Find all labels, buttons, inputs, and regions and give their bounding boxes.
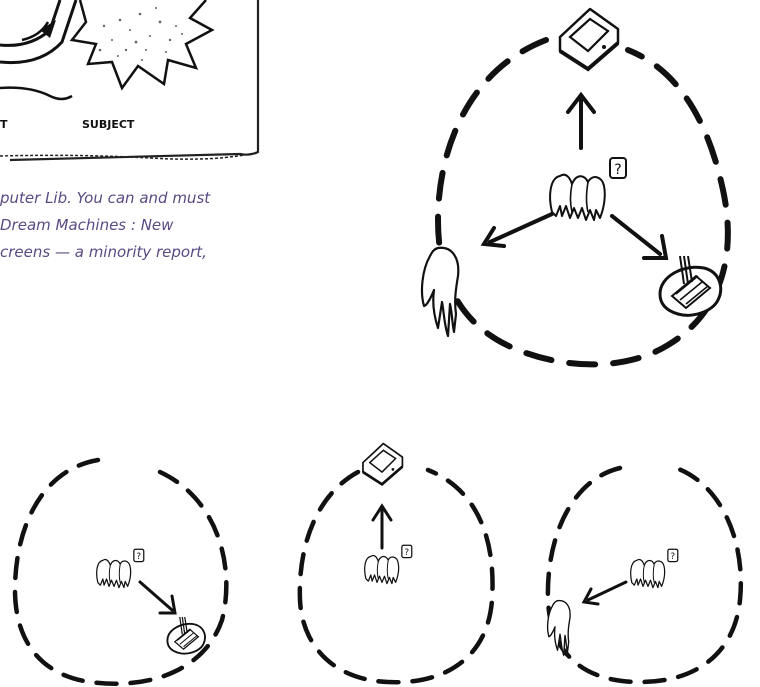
- arrow-right: [612, 216, 666, 258]
- arrow-left: [484, 214, 552, 246]
- small-diagram-tray: [0, 450, 240, 687]
- figure-caption: puter Lib. You can and must Dream Machin…: [0, 185, 290, 266]
- arrow-up: [568, 95, 594, 148]
- lone-figure-icon: [548, 601, 571, 656]
- scan-label-left: T: [0, 118, 8, 131]
- caption-line-3: creens — a minority report,: [0, 239, 290, 266]
- scanned-illustration: T SUBJECT: [0, 0, 270, 170]
- large-circle-diagram: [398, 0, 760, 380]
- tray-icon: [660, 256, 721, 315]
- arrow-up: [373, 506, 391, 548]
- arrow-left: [584, 582, 626, 604]
- people-group-icon: [97, 549, 144, 587]
- arrow-right: [140, 582, 175, 613]
- tablet-icon: [560, 9, 618, 69]
- caption-line-2: Dream Machines : New: [0, 212, 290, 239]
- people-group-icon: [550, 158, 626, 220]
- small-diagram-tablet: [278, 440, 518, 687]
- small-diagram-lone: [530, 450, 760, 687]
- caption-line-1: puter Lib. You can and must: [0, 185, 290, 212]
- tablet-icon: [363, 444, 402, 485]
- scan-label-subject: SUBJECT: [82, 118, 135, 131]
- lone-figure-icon: [422, 248, 458, 336]
- people-group-icon: [365, 545, 412, 583]
- tray-icon: [167, 617, 205, 654]
- people-group-icon: [631, 549, 678, 587]
